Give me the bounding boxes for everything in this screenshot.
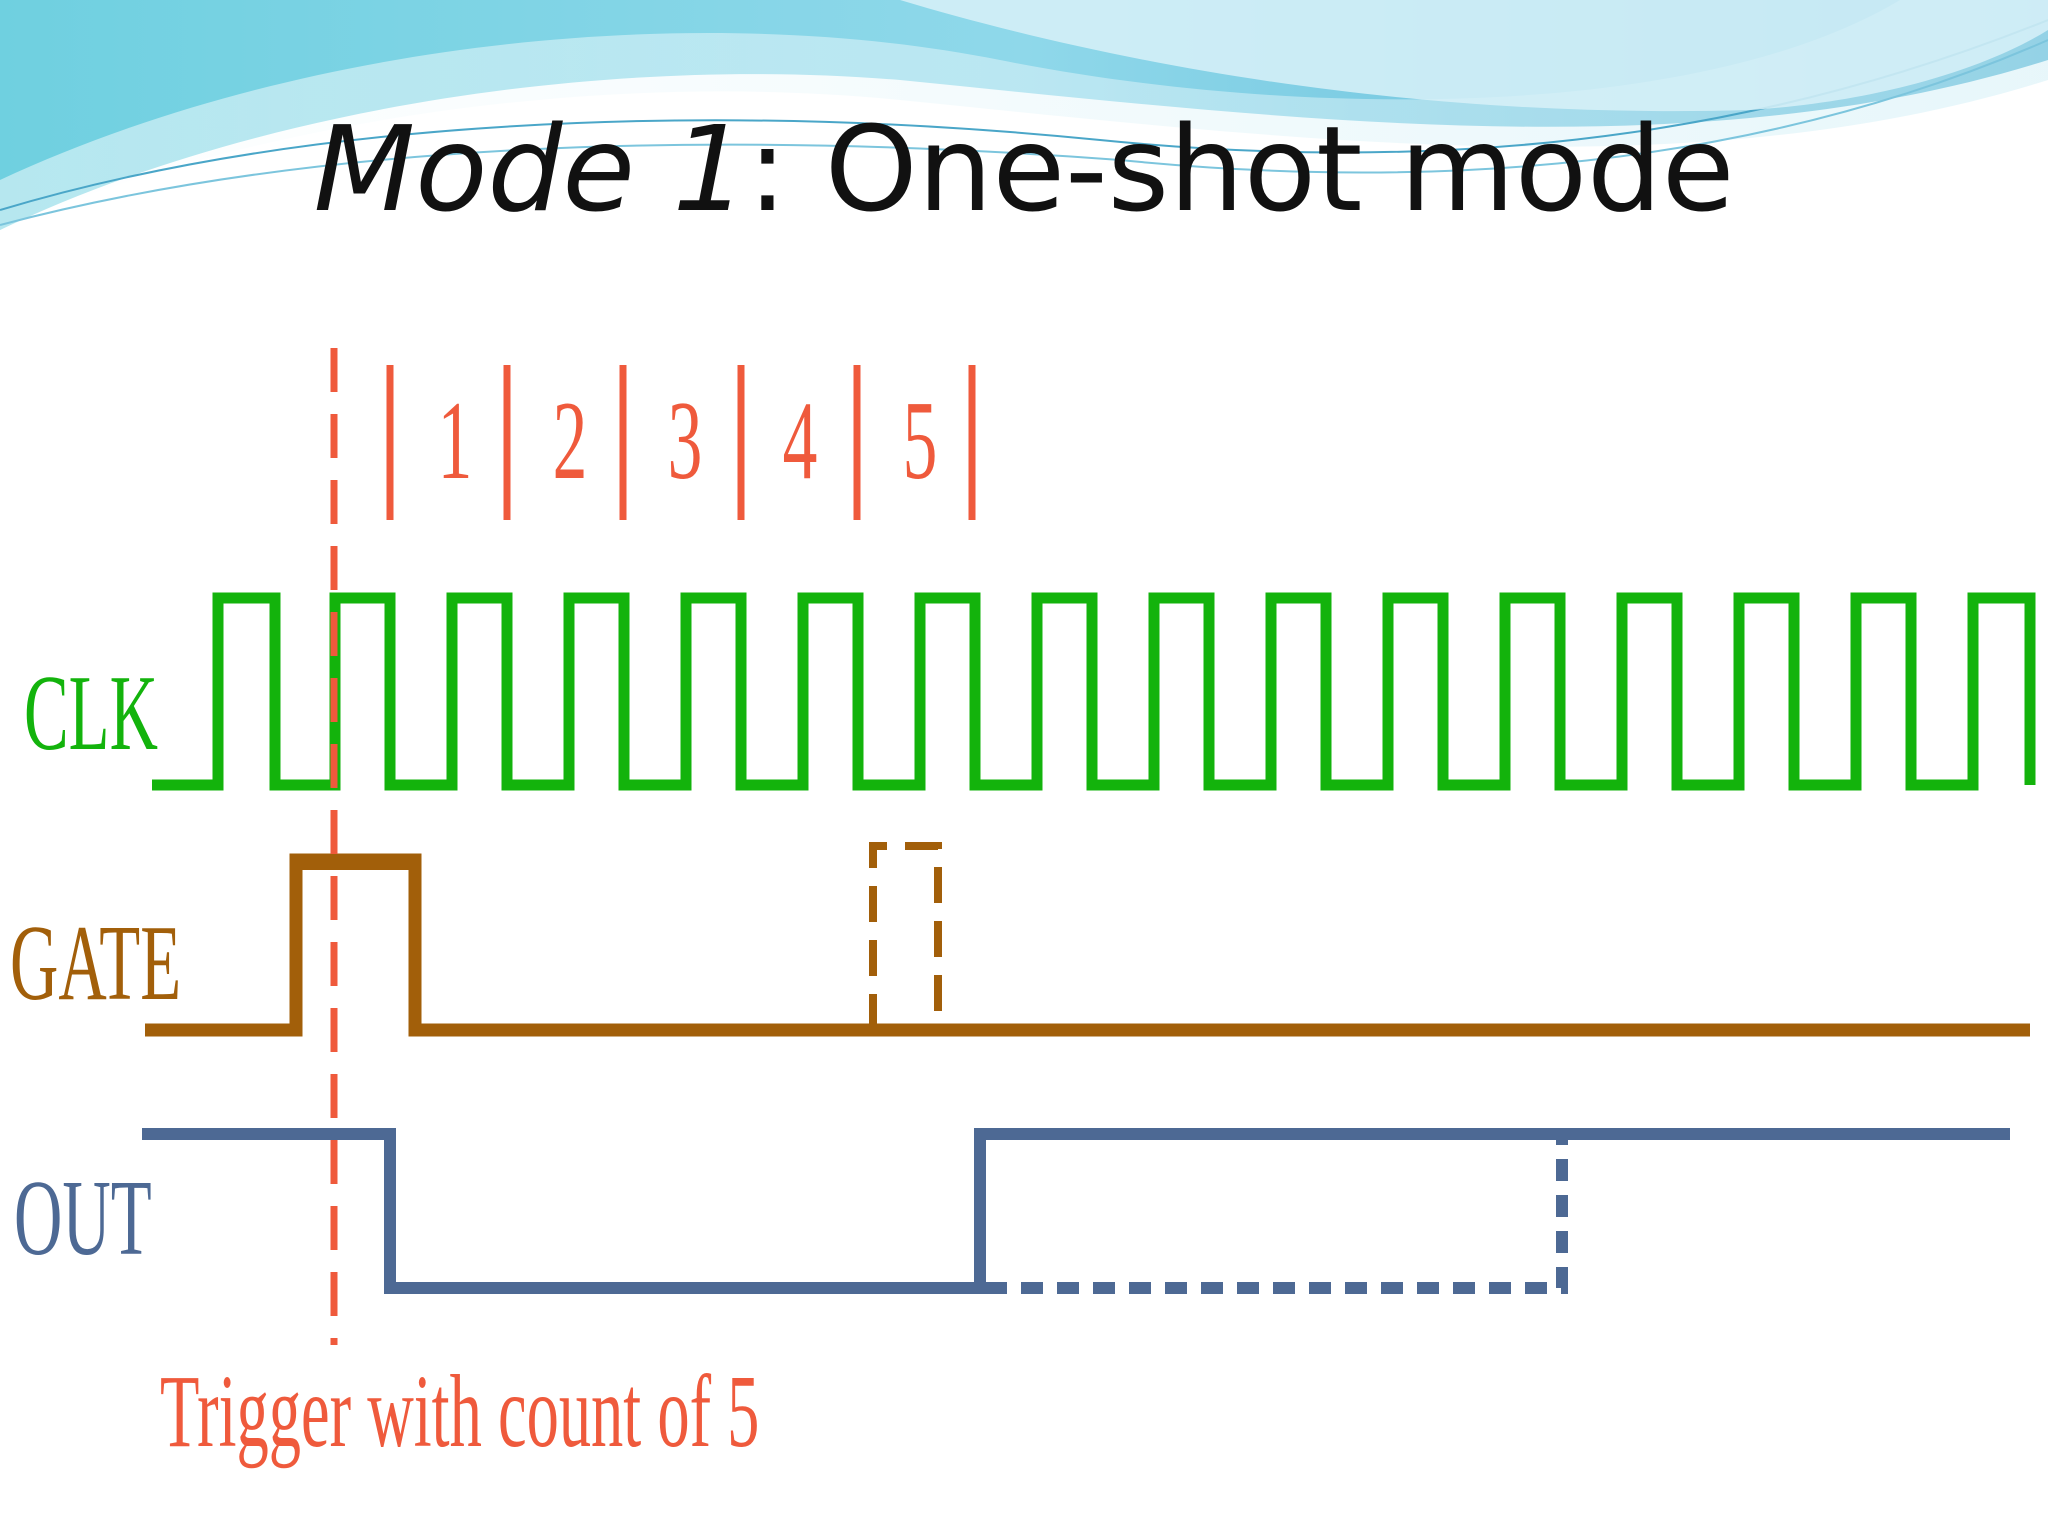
count-label-1: 1	[437, 379, 473, 503]
count-label-4: 4	[782, 379, 818, 503]
out-dashed-extension	[985, 1140, 1568, 1294]
gate-label: GATE	[10, 904, 182, 1023]
gate-waveform	[145, 853, 2030, 1037]
out-label: OUT	[14, 1159, 152, 1278]
count-label-5: 5	[902, 379, 938, 503]
clk-label: CLK	[24, 654, 158, 773]
count-label-2: 2	[552, 379, 588, 503]
count-label-3: 3	[667, 379, 703, 503]
gate-dashed-pulse	[869, 842, 942, 1030]
slide-title: Mode 1: One-shot mode	[0, 100, 2048, 238]
title-mode: Mode 1	[313, 100, 748, 238]
out-waveform	[142, 1128, 2010, 1294]
trigger-note: Trigger with count of 5	[160, 1354, 760, 1469]
header-wave-background	[0, 0, 2048, 230]
clk-waveform	[152, 592, 2036, 791]
title-rest: : One-shot mode	[747, 100, 1735, 238]
